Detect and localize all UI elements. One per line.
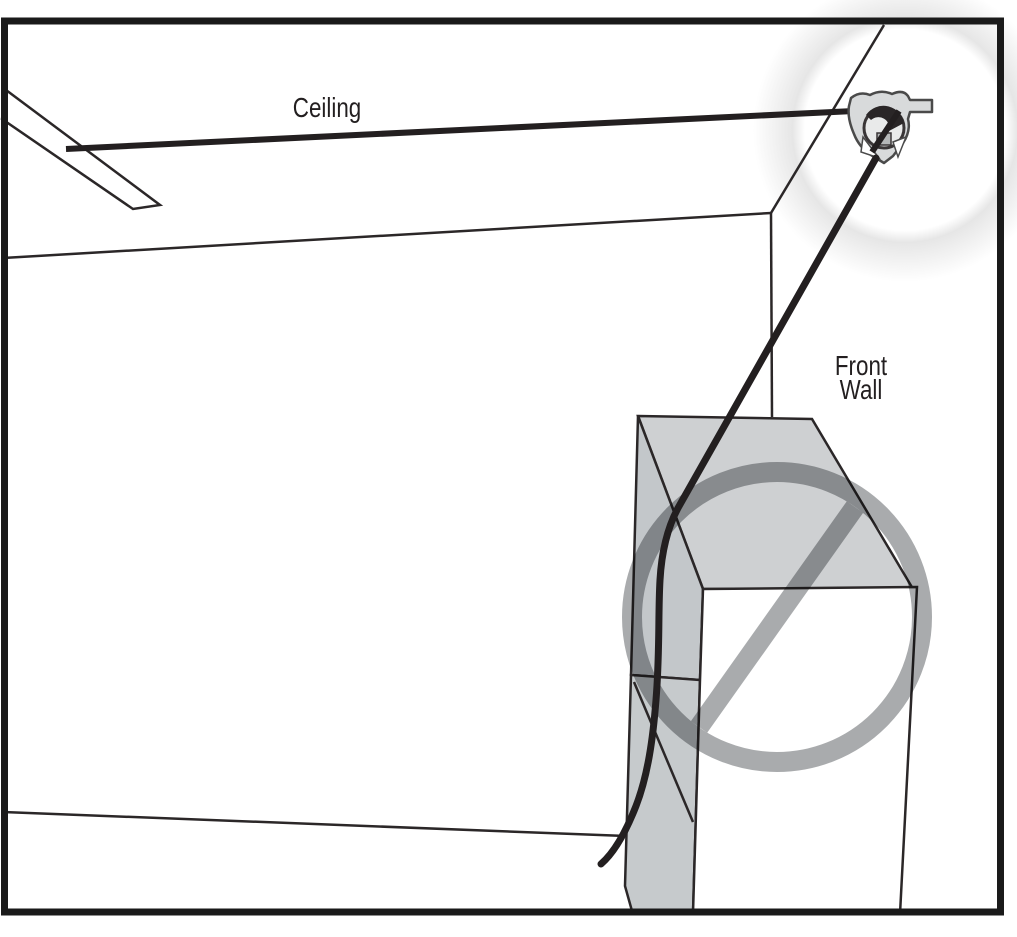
front-wall-label: Front Wall [835, 351, 887, 406]
pulley-cutout-right [892, 135, 908, 160]
ceiling-label-text: Ceiling [293, 93, 361, 124]
rope [597, 154, 880, 868]
floor-line [2, 810, 627, 838]
pulley-rope-wrap [869, 109, 902, 154]
pulley-icon [847, 90, 934, 165]
ceiling-label: Ceiling [293, 93, 361, 124]
column-structure [623, 414, 919, 916]
front-wall-label-line1: Front [835, 351, 887, 382]
pulley-wheel-shadow [866, 105, 904, 131]
border-frame [1, 17, 1004, 916]
front-wall-label-line2: Wall [840, 375, 883, 406]
ceiling-seam-line [2, 211, 772, 260]
prohibition-icon [622, 462, 932, 772]
ceiling-corner-diagonal-line [769, 24, 886, 214]
ceiling-cable [65, 108, 855, 152]
wall-corner-line [769, 212, 774, 418]
column-brace-line [632, 681, 695, 823]
